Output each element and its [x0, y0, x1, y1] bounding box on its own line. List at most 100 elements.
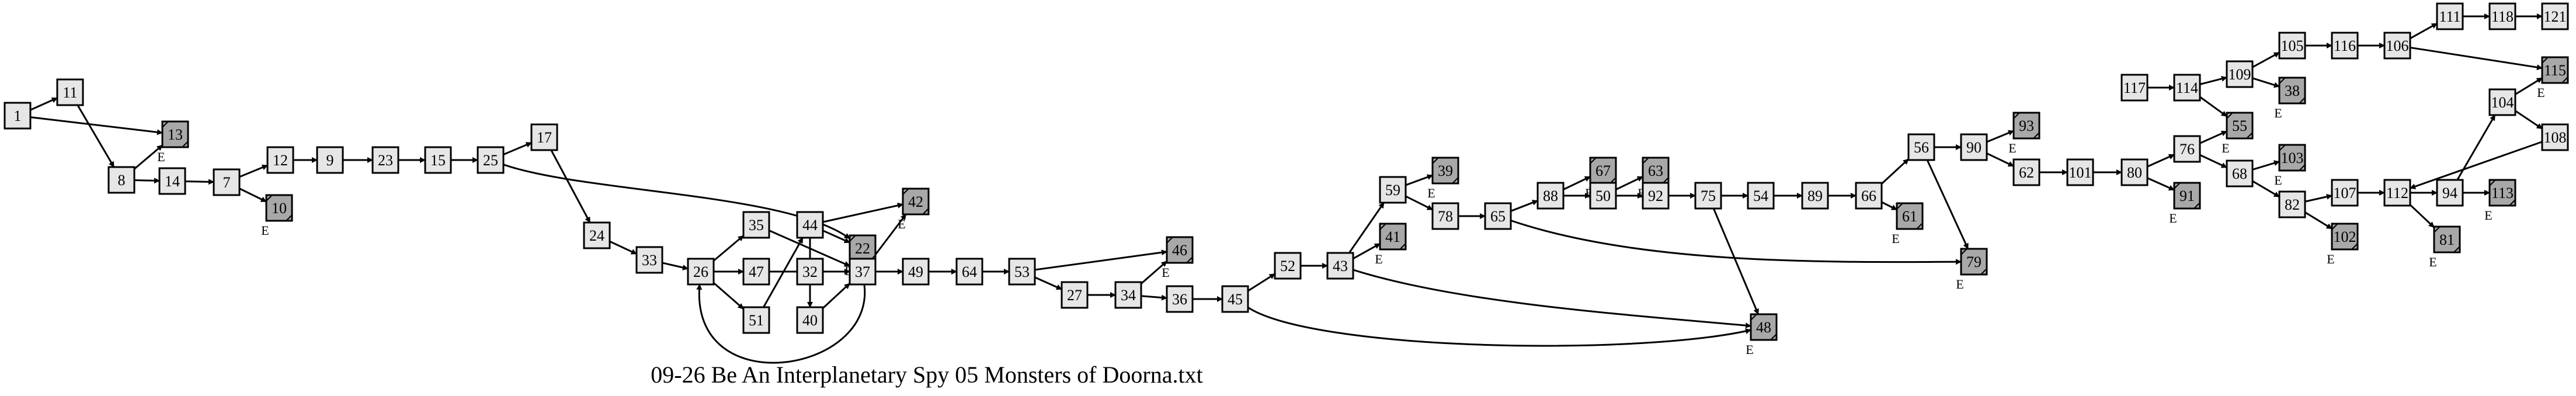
node-label: 54 — [1753, 187, 1768, 204]
node-label: 11 — [62, 84, 77, 101]
edge-45-52 — [1247, 273, 1275, 292]
node-box — [2278, 190, 2306, 218]
edge-34-36 — [1141, 294, 1167, 301]
node-label: 8 — [118, 172, 126, 189]
node-box — [2120, 74, 2149, 102]
node-108: 108 — [2541, 123, 2569, 151]
node-label: 116 — [2334, 37, 2356, 54]
node-label: 78 — [1438, 208, 1453, 225]
node-box — [1896, 202, 1924, 230]
node-label: 101 — [2069, 164, 2092, 181]
end-corner-mark — [162, 121, 169, 128]
node-label: 17 — [537, 129, 552, 146]
node-label: 121 — [2544, 8, 2567, 25]
node-79: E79 — [1956, 248, 1988, 291]
edge-43-59 — [1348, 202, 1385, 253]
node-49: 49 — [902, 258, 930, 286]
node-label: 113 — [2491, 185, 2514, 202]
node-label: 90 — [1966, 139, 1981, 156]
node-label: 94 — [2442, 185, 2457, 202]
end-corner-mark — [2299, 164, 2306, 171]
node-box — [1747, 182, 1775, 210]
node-59: 59 — [1379, 176, 1407, 204]
node-box — [1484, 202, 1512, 230]
node-52: 52 — [1274, 252, 1302, 280]
end-corner-mark — [2299, 97, 2306, 104]
node-box — [107, 166, 135, 194]
node-label: 39 — [1438, 162, 1453, 179]
edge-114-55 — [2199, 96, 2227, 117]
graph-title: 09-26 Be An Interplanetary Spy 05 Monste… — [651, 362, 1202, 388]
end-corner-mark — [2453, 246, 2460, 253]
edge-106-111 — [2410, 22, 2438, 40]
node-label: 40 — [802, 312, 818, 329]
node-box — [635, 246, 663, 274]
edge-104-115 — [2515, 77, 2543, 95]
node-7: 7 — [213, 168, 241, 196]
node-label: 1 — [14, 107, 22, 124]
edge-50-63 — [1615, 176, 1643, 190]
end-label: E — [2008, 141, 2016, 155]
node-box — [2541, 123, 2569, 151]
node-label: 56 — [1914, 139, 1929, 156]
node-36: 36 — [1166, 285, 1194, 313]
node-box — [371, 146, 399, 174]
end-corner-mark — [1770, 334, 1777, 341]
node-114: 114 — [2173, 74, 2201, 102]
end-label: E — [1375, 252, 1382, 266]
node-32: 32 — [796, 258, 824, 286]
edge-7-12 — [239, 164, 268, 178]
node-label: 82 — [2285, 196, 2300, 213]
node-22: E22 — [844, 234, 877, 278]
node-55: E55 — [2222, 112, 2254, 155]
end-corner-mark — [1980, 268, 1987, 275]
node-label: 41 — [1385, 228, 1400, 245]
node-89: 89 — [1801, 182, 1829, 210]
node-box — [902, 187, 930, 216]
node-box — [316, 146, 344, 174]
node-14: 14 — [158, 167, 186, 195]
node-15: 15 — [424, 146, 452, 174]
node-box — [1960, 248, 1988, 276]
edge-80-76 — [2147, 154, 2175, 168]
edge-26-35 — [713, 235, 744, 262]
node-label: 32 — [802, 263, 818, 280]
node-label: 22 — [855, 240, 870, 257]
node-8: 8 — [107, 166, 135, 194]
node-label: 109 — [2229, 66, 2251, 83]
node-label: 46 — [1172, 242, 1187, 259]
node-label: 36 — [1172, 291, 1187, 308]
edge-68-103 — [2252, 160, 2280, 171]
edges-layer — [30, 13, 2543, 364]
node-box — [266, 146, 294, 174]
node-62: 62 — [2012, 158, 2040, 186]
node-box — [1642, 182, 1670, 210]
edge-37-42 — [871, 214, 907, 259]
node-41: E41 — [1375, 223, 1407, 266]
node-label: 63 — [1648, 162, 1663, 179]
node-box — [2173, 74, 2201, 102]
node-label: 118 — [2491, 8, 2514, 25]
edge-76-55 — [2199, 130, 2227, 144]
node-91: E91 — [2169, 182, 2201, 225]
node-label: 7 — [223, 174, 231, 191]
node-35: 35 — [742, 211, 770, 239]
edge-43-41 — [1353, 242, 1381, 260]
end-label: E — [2537, 85, 2544, 100]
node-90: 90 — [1960, 133, 1988, 161]
node-box — [1221, 285, 1249, 313]
node-label: 62 — [2019, 164, 2034, 181]
node-75: 75 — [1694, 182, 1722, 210]
node-box — [4, 102, 32, 130]
edge-88-67 — [1563, 176, 1591, 190]
node-box — [2278, 77, 2306, 105]
node-105: 105 — [2278, 32, 2306, 60]
node-box — [1750, 313, 1778, 341]
node-label: 27 — [1067, 287, 1082, 304]
node-label: 34 — [1121, 287, 1136, 304]
end-corner-mark — [922, 208, 929, 215]
node-box — [2278, 144, 2306, 172]
node-box — [796, 258, 824, 286]
